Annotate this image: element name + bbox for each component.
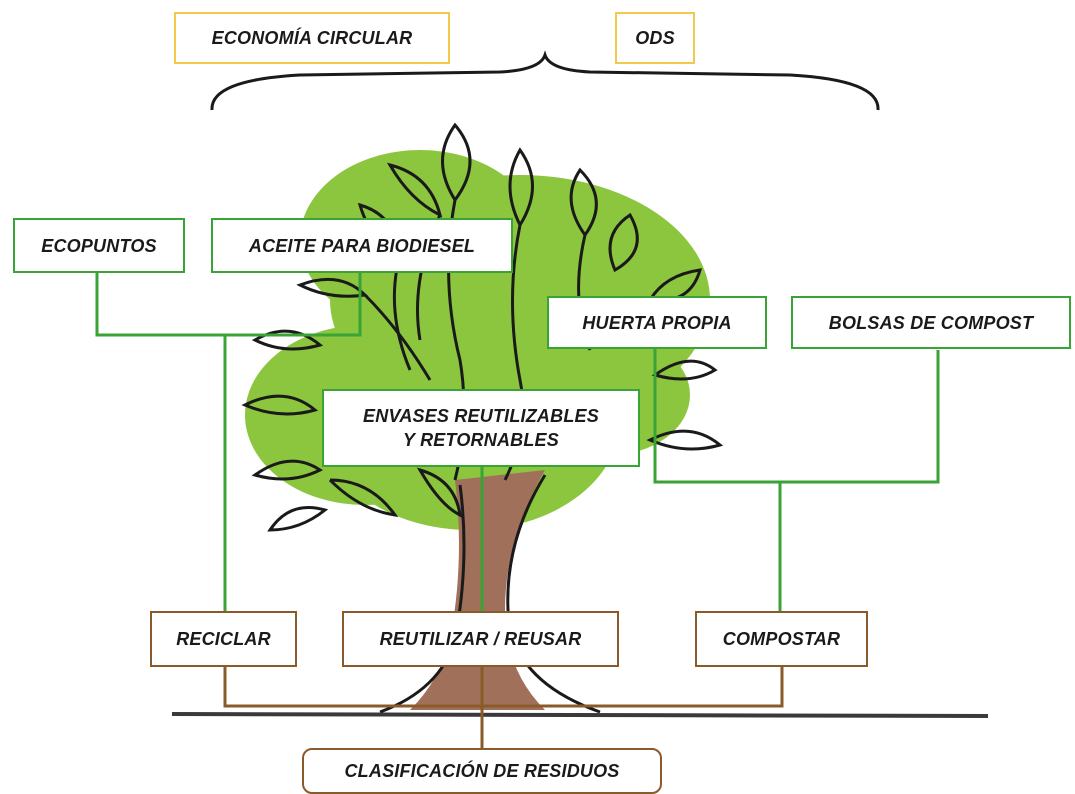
brown-connectors bbox=[223, 666, 784, 750]
tree-trunk bbox=[410, 470, 545, 710]
clasificacion-residuos-box: CLASIFICACIÓN DE RESIDUOS bbox=[302, 748, 662, 794]
reciclar-box: RECICLAR bbox=[150, 611, 297, 667]
aceite-biodiesel-box: ACEITE PARA BIODIESEL bbox=[211, 218, 513, 273]
envases-reutilizables-box: ENVASES REUTILIZABLES Y RETORNABLES bbox=[322, 389, 640, 467]
curly-brace bbox=[210, 50, 880, 111]
huerta-propia-box: HUERTA PROPIA bbox=[547, 296, 767, 349]
reutilizar-reusar-box: REUTILIZAR / REUSAR bbox=[342, 611, 619, 667]
green-connectors bbox=[95, 270, 940, 612]
bolsas-compost-box: BOLSAS DE COMPOST bbox=[791, 296, 1071, 349]
ground-line bbox=[171, 712, 989, 718]
ods-label: ODS bbox=[615, 12, 695, 64]
ecopuntos-box: ECOPUNTOS bbox=[13, 218, 185, 273]
economia-circular-label: ECONOMÍA CIRCULAR bbox=[174, 12, 450, 64]
compostar-box: COMPOSTAR bbox=[695, 611, 868, 667]
